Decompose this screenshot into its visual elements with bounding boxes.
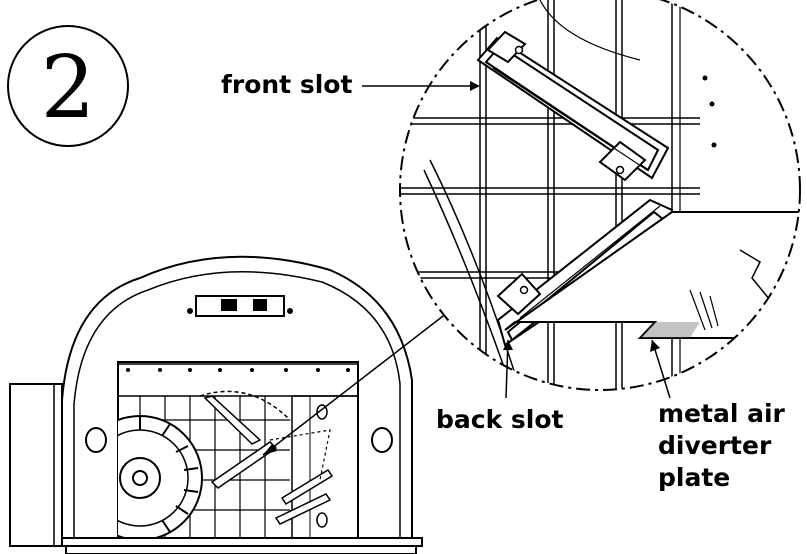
front-slot-label: front slot bbox=[221, 70, 353, 99]
diverter-label-line2: diverter bbox=[658, 431, 772, 460]
zoom-pointer-head bbox=[263, 444, 277, 455]
step-number: 2 bbox=[40, 38, 96, 138]
detail-zoom bbox=[400, 0, 800, 390]
diverter-label-line3: plate bbox=[658, 463, 731, 492]
zoom-pointer bbox=[262, 305, 457, 456]
zoom-dashed-outline bbox=[399, 0, 801, 391]
diverter-label-line1: metal air bbox=[658, 399, 785, 428]
base-rail bbox=[61, 537, 423, 554]
back-slot-label: back slot bbox=[436, 405, 564, 434]
step-number-badge: 2 bbox=[7, 25, 129, 147]
